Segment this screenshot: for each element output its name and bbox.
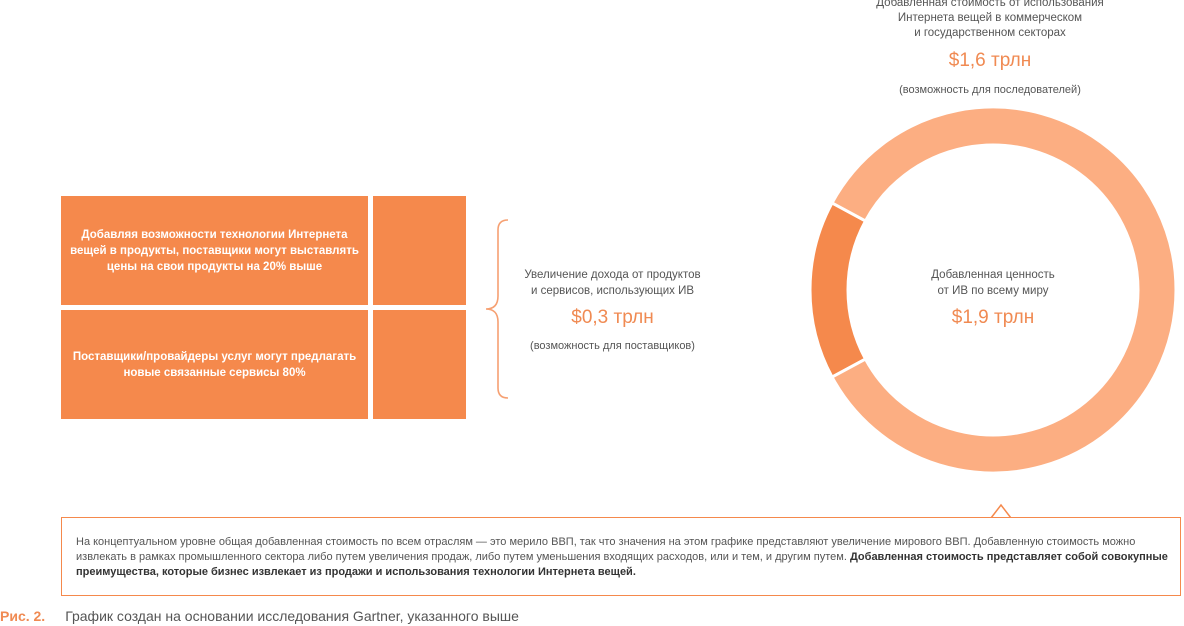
- center-label-line1: Добавленная ценность: [931, 269, 1055, 281]
- feature-box-services-side: [373, 310, 466, 419]
- note-box: На концептуальном уровне общая добавленн…: [61, 517, 1181, 596]
- feature-box-pricing: Добавляя возможности технологии Интернет…: [61, 196, 368, 305]
- center-label: Добавленная ценность от ИВ по всему миру: [893, 267, 1093, 299]
- middle-label-line2: и сервисов, использующих ИВ: [531, 285, 694, 297]
- curly-brace: [485, 219, 509, 399]
- note-pointer: [989, 503, 1013, 519]
- feature-box-services: Поставщики/провайдеры услуг могут предла…: [61, 310, 368, 419]
- middle-label-line1: Увеличение дохода от продуктов: [524, 269, 701, 281]
- top-label-line2: Интернета вещей в коммерческом: [897, 12, 1083, 24]
- feature-box-pricing-side: [373, 196, 466, 305]
- middle-sub: (возможность для поставщиков): [530, 340, 695, 352]
- figure-label: Рис. 2.: [0, 608, 46, 624]
- note-text: На концептуальном уровне общая добавленн…: [76, 536, 1136, 563]
- middle-label: Увеличение дохода от продуктов и сервисо…: [500, 267, 725, 299]
- top-label-line1: Добавленная стоимость от использования: [876, 0, 1104, 9]
- center-label-line2: от ИВ по всему миру: [937, 285, 1049, 297]
- donut-chart: [810, 107, 1176, 473]
- top-label: Добавленная стоимость от использования И…: [850, 0, 1130, 41]
- feature-box-pricing-text: Добавляя возможности технологии Интернет…: [70, 228, 359, 273]
- donut-slice-2: [830, 107, 1176, 473]
- note-bold-text: Добавленная стоимость представляет собой…: [76, 551, 1168, 578]
- figure-caption: Рис. 2. График создан на основании исслед…: [0, 608, 519, 624]
- top-sub: (возможность для последователей): [899, 84, 1081, 96]
- middle-value: $0,3 трлн: [571, 307, 654, 328]
- feature-box-services-text: Поставщики/провайдеры услуг могут предла…: [72, 350, 357, 379]
- center-value: $1,9 трлн: [951, 307, 1035, 328]
- figure-caption-text: График создан на основании исследования …: [65, 608, 519, 624]
- top-value: $1,6 трлн: [948, 50, 1032, 71]
- donut-slice-1: [810, 200, 868, 380]
- top-label-line3: и государственном секторах: [914, 27, 1066, 39]
